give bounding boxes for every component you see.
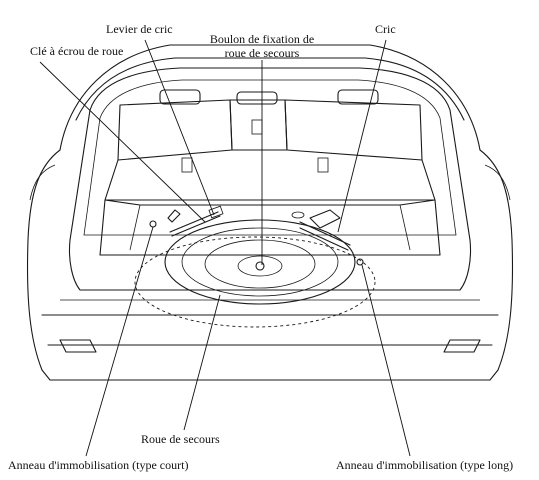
label-spare-wheel-bolt-line1: Boulon de fixation de — [209, 32, 315, 46]
leader-tie-ring-long — [361, 264, 411, 457]
label-tie-ring-short: Anneau d'immobilisation (type court) — [8, 458, 189, 472]
leader-tie-ring-short — [85, 226, 154, 457]
label-spare-wheel-bolt-line2: roue de secours — [224, 46, 300, 60]
leader-wheel-nut-wrench — [39, 61, 206, 223]
label-jack-lever: Levier de cric — [106, 22, 173, 36]
label-spare-wheel-bolt: Boulon de fixation de roue de secours — [195, 32, 329, 60]
cargo-floor — [99, 199, 441, 256]
label-spare-wheel: Roue de secours — [141, 432, 220, 446]
leader-jack — [337, 39, 387, 233]
vehicle-body — [26, 44, 514, 381]
label-wheel-nut-wrench: Clé à écrou de roue — [30, 44, 124, 58]
leader-jack-lever — [144, 39, 215, 216]
label-tie-ring-long: Anneau d'immobilisation (type long) — [336, 458, 514, 472]
rear-seats — [104, 89, 436, 201]
jack-lever-and-wrench — [167, 205, 224, 237]
label-jack: Cric — [375, 22, 396, 36]
leader-lines — [39, 39, 411, 457]
jack — [291, 209, 351, 251]
leader-spare-wheel — [183, 294, 221, 431]
spare-wheel-well — [134, 219, 376, 328]
